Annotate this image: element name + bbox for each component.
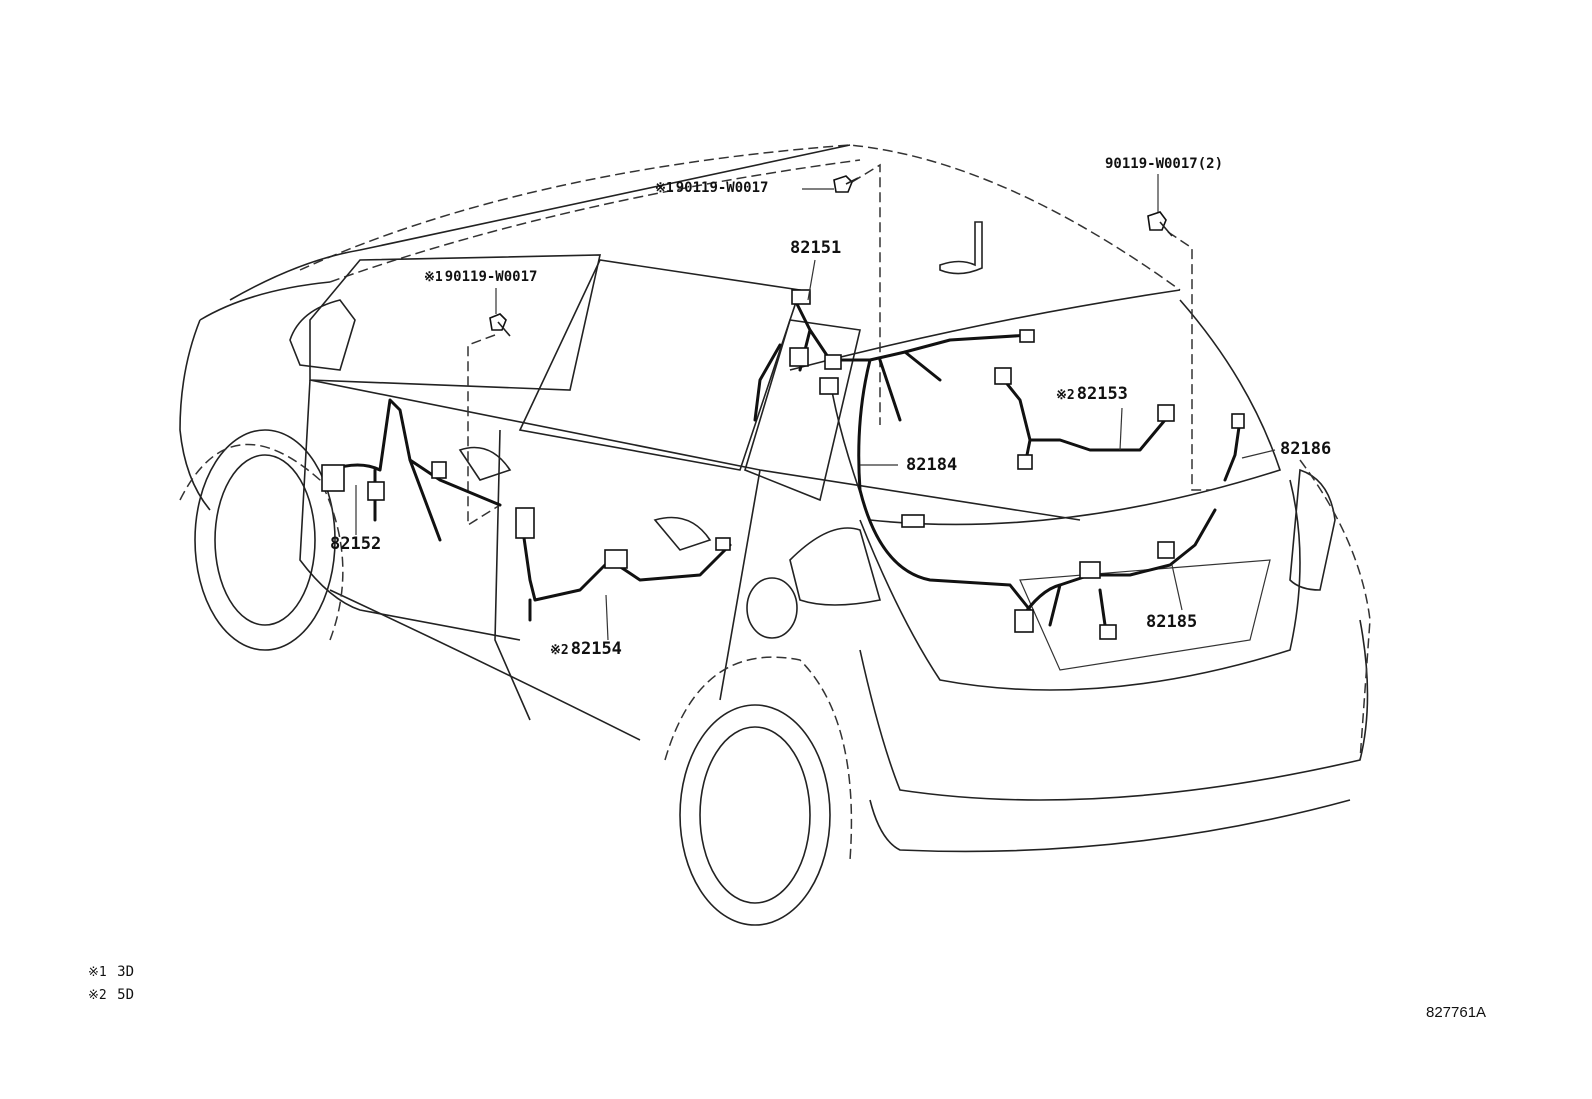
front-wheel-rim	[214, 454, 316, 626]
bolt-center-leader	[851, 163, 881, 425]
bolt-icon	[1147, 211, 1173, 237]
roof-antenna	[939, 221, 983, 275]
door-split-line	[494, 429, 531, 721]
rear-door-window	[518, 259, 802, 471]
rear-glass	[829, 299, 1282, 526]
harness-82186	[1223, 418, 1242, 482]
connector-icon	[901, 514, 925, 528]
callout-82186: 82186	[1280, 439, 1332, 459]
connector-icon	[1157, 404, 1175, 422]
legend-text: 5D	[117, 987, 135, 1003]
callout-82151: 82151	[790, 238, 842, 258]
harness-rear-quarter	[753, 343, 782, 422]
bolt-right-leader	[1167, 231, 1210, 491]
harness-82151	[793, 298, 1032, 422]
front-wheel-arch	[179, 443, 344, 641]
note-mark-1: ※1	[655, 181, 674, 196]
fuel-lid	[746, 577, 798, 639]
connector-icon	[1157, 541, 1175, 559]
rear-wheel-rim	[699, 726, 811, 904]
callout-bolt-right: 90119-W0017(2)	[1105, 157, 1223, 171]
diagram-id: 827761A	[1426, 1004, 1487, 1021]
connector-icon	[515, 507, 535, 539]
legend-mark: ※2	[88, 988, 107, 1003]
license-recess	[1019, 559, 1271, 671]
front-window	[309, 254, 602, 391]
back-door-panel	[859, 479, 1301, 691]
note-mark-2: ※2	[550, 643, 569, 658]
legend-row-1: ※1 3D	[88, 965, 134, 979]
rocker-line	[329, 589, 641, 741]
tail-lamp-left	[789, 527, 882, 606]
connector-icon	[715, 537, 731, 551]
body-outline-top	[229, 144, 851, 301]
legend-text: 3D	[117, 964, 135, 980]
roof-outline	[299, 144, 1181, 291]
body-side-crease	[309, 379, 1081, 521]
connector-icon	[1099, 624, 1117, 640]
side-mirror	[289, 299, 356, 371]
leader-82154	[605, 594, 609, 641]
callout-82185: 82185	[1146, 612, 1198, 632]
bolt-center-part-number: 90119-W0017	[675, 180, 769, 196]
leader-82151	[807, 259, 816, 301]
connector-icon	[604, 549, 628, 569]
bolt-left-part-number: 90119-W0017	[444, 269, 538, 285]
harness-82154	[518, 508, 732, 622]
bumper-lower	[869, 799, 1351, 853]
callout-82152: 82152	[330, 534, 382, 554]
front-door-line	[299, 379, 521, 641]
rear-wheel	[679, 704, 831, 926]
leader-82186	[1241, 449, 1276, 459]
rear-bumper	[859, 619, 1369, 801]
connector-icon	[819, 377, 839, 395]
connector-icon	[1231, 413, 1245, 429]
note-mark-2: ※2	[1056, 388, 1075, 403]
connector-icon	[1019, 329, 1035, 343]
windshield-lower	[199, 281, 331, 321]
connector-icon	[1017, 454, 1033, 470]
harness-82184	[857, 358, 1032, 612]
front-wheel	[194, 429, 336, 651]
connector-icon	[994, 367, 1012, 385]
bolt-icon	[833, 175, 859, 193]
callout-82184: 82184	[906, 455, 958, 475]
bolt-icon	[489, 313, 511, 337]
rear-side-outline	[1299, 459, 1371, 761]
bolt-right-part-number: 90119-W0017(2)	[1105, 156, 1224, 172]
connector-icon	[824, 354, 842, 370]
legend-mark: ※1	[88, 965, 107, 980]
connector-icon	[321, 464, 345, 492]
connector-icon	[1014, 609, 1034, 633]
hood-outline	[179, 319, 211, 511]
connector-icon	[431, 461, 447, 479]
connector-icon	[367, 481, 385, 501]
connector-icon	[791, 289, 811, 305]
legend-row-2: ※2 5D	[88, 988, 134, 1002]
harness-82185	[1018, 508, 1217, 627]
tail-lamp-right	[1289, 468, 1336, 591]
back-door-top	[789, 289, 1181, 371]
bolt-left-leader	[467, 334, 501, 527]
leader-82153	[1119, 407, 1123, 451]
note-mark-1: ※1	[424, 270, 443, 285]
leader-82185	[1171, 564, 1183, 611]
connector-icon	[789, 347, 809, 367]
connector-icon	[1079, 561, 1101, 579]
rear-quarter-window	[744, 319, 861, 502]
rear-door-line	[719, 469, 761, 701]
rear-wheel-arch	[664, 656, 853, 861]
rear-door-handle	[653, 516, 712, 551]
front-door-handle	[458, 446, 512, 481]
